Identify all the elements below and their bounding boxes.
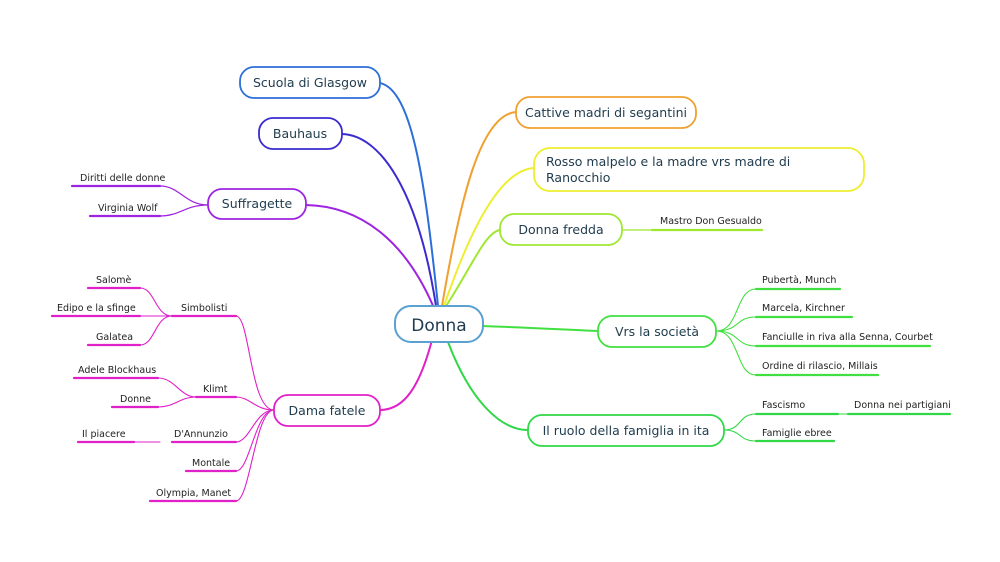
- line-puberta: [715, 288, 757, 332]
- node-famiglia-label: Il ruolo della famiglia in ita: [543, 423, 710, 438]
- line-fanciulle: [715, 330, 757, 347]
- center-label: Donna: [411, 316, 466, 336]
- node-suffragette-label: Suffragette: [222, 196, 293, 211]
- leaf-underlines: [50, 184, 952, 503]
- branch-nodes: Scuola di Glasgow Bauhaus Suffragette Da…: [207, 66, 865, 447]
- leaf-virginia[interactable]: Virginia Wolf: [98, 203, 158, 214]
- leaf-klimt[interactable]: Klimt: [203, 384, 228, 395]
- leaf-diritti[interactable]: Diritti delle donne: [80, 173, 166, 184]
- node-fredda-label: Donna fredda: [518, 222, 603, 237]
- line-montale: [235, 409, 275, 472]
- leaf-fanciulle[interactable]: Fanciulle in riva alla Senna, Courbet: [762, 332, 933, 343]
- leaf-mastro[interactable]: Mastro Don Gesualdo: [660, 216, 762, 227]
- node-cattive[interactable]: Cattive madri di segantini: [515, 96, 697, 129]
- leaf-ebree[interactable]: Famiglie ebree: [762, 428, 832, 439]
- line-klimt: [235, 396, 275, 411]
- line-cattive: [441, 111, 517, 307]
- node-dama[interactable]: Dama fatele: [273, 394, 381, 427]
- leaf-galatea[interactable]: Galatea: [96, 332, 133, 343]
- line-fredda: [445, 229, 501, 307]
- line-bauhaus: [341, 133, 437, 307]
- line-marcela: [715, 316, 757, 332]
- line-societa: [481, 325, 599, 332]
- line-dannunzio: [235, 409, 275, 443]
- node-rosso-label-1: Rosso malpelo e la madre vrs madre di: [546, 154, 790, 169]
- leaf-dannunzio[interactable]: D'Annunzio: [174, 429, 228, 440]
- line-rosso: [443, 167, 535, 307]
- node-fredda[interactable]: Donna fredda: [499, 213, 623, 246]
- center-node[interactable]: Donna: [394, 305, 484, 343]
- node-rosso-label-2: Ranocchio: [546, 170, 610, 185]
- line-dama: [379, 339, 433, 411]
- node-bauhaus-label: Bauhaus: [273, 126, 327, 141]
- leaf-ordine[interactable]: Ordine di rilascio, Millais: [762, 361, 878, 372]
- line-salome: [139, 287, 173, 317]
- leaf-donne[interactable]: Donne: [120, 394, 151, 405]
- node-suffragette[interactable]: Suffragette: [207, 188, 307, 220]
- leaf-edipo[interactable]: Edipo e la sfinge: [57, 303, 136, 314]
- leaf-piacere[interactable]: Il piacere: [82, 429, 126, 440]
- line-donne: [157, 396, 197, 408]
- line-simbolisti: [235, 315, 275, 411]
- leaf-labels: Diritti delle donne Virginia Wolf Simbol…: [57, 173, 951, 499]
- line-adele: [157, 377, 197, 398]
- line-diritti: [159, 185, 209, 206]
- node-scuola[interactable]: Scuola di Glasgow: [239, 66, 381, 99]
- node-bauhaus[interactable]: Bauhaus: [258, 117, 343, 150]
- line-fascismo: [723, 413, 757, 431]
- node-cattive-label: Cattive madri di segantini: [525, 105, 687, 120]
- node-scuola-label: Scuola di Glasgow: [253, 75, 367, 90]
- line-ordine: [715, 330, 757, 376]
- line-scuola: [379, 82, 439, 307]
- leaf-montale[interactable]: Montale: [192, 458, 230, 469]
- line-suffragette: [305, 204, 435, 309]
- leaf-partigiani[interactable]: Donna nei partigiani: [854, 400, 951, 411]
- leaf-puberta[interactable]: Pubertà, Munch: [762, 275, 836, 286]
- main-branch-lines: [305, 82, 599, 431]
- line-virginia: [159, 204, 209, 217]
- line-olympia: [235, 409, 275, 502]
- node-societa[interactable]: Vrs la società: [597, 315, 717, 348]
- node-famiglia[interactable]: Il ruolo della famiglia in ita: [527, 414, 725, 447]
- leaf-salome[interactable]: Salomè: [96, 275, 132, 286]
- node-rosso[interactable]: Rosso malpelo e la madre vrs madre di Ra…: [533, 147, 865, 192]
- leaf-marcela[interactable]: Marcela, Kirchner: [762, 303, 845, 314]
- line-famiglia: [447, 341, 529, 431]
- line-galatea: [139, 315, 173, 346]
- leaf-simbolisti[interactable]: Simbolisti: [181, 303, 227, 314]
- leaf-adele[interactable]: Adele Blockhaus: [78, 365, 156, 376]
- leaf-olympia[interactable]: Olympia, Manet: [156, 488, 231, 499]
- node-societa-label: Vrs la società: [615, 324, 699, 339]
- line-ebree: [723, 429, 757, 442]
- node-dama-label: Dama fatele: [289, 403, 366, 418]
- leaf-fascismo[interactable]: Fascismo: [762, 400, 805, 411]
- sub-branch-lines: [133, 185, 849, 502]
